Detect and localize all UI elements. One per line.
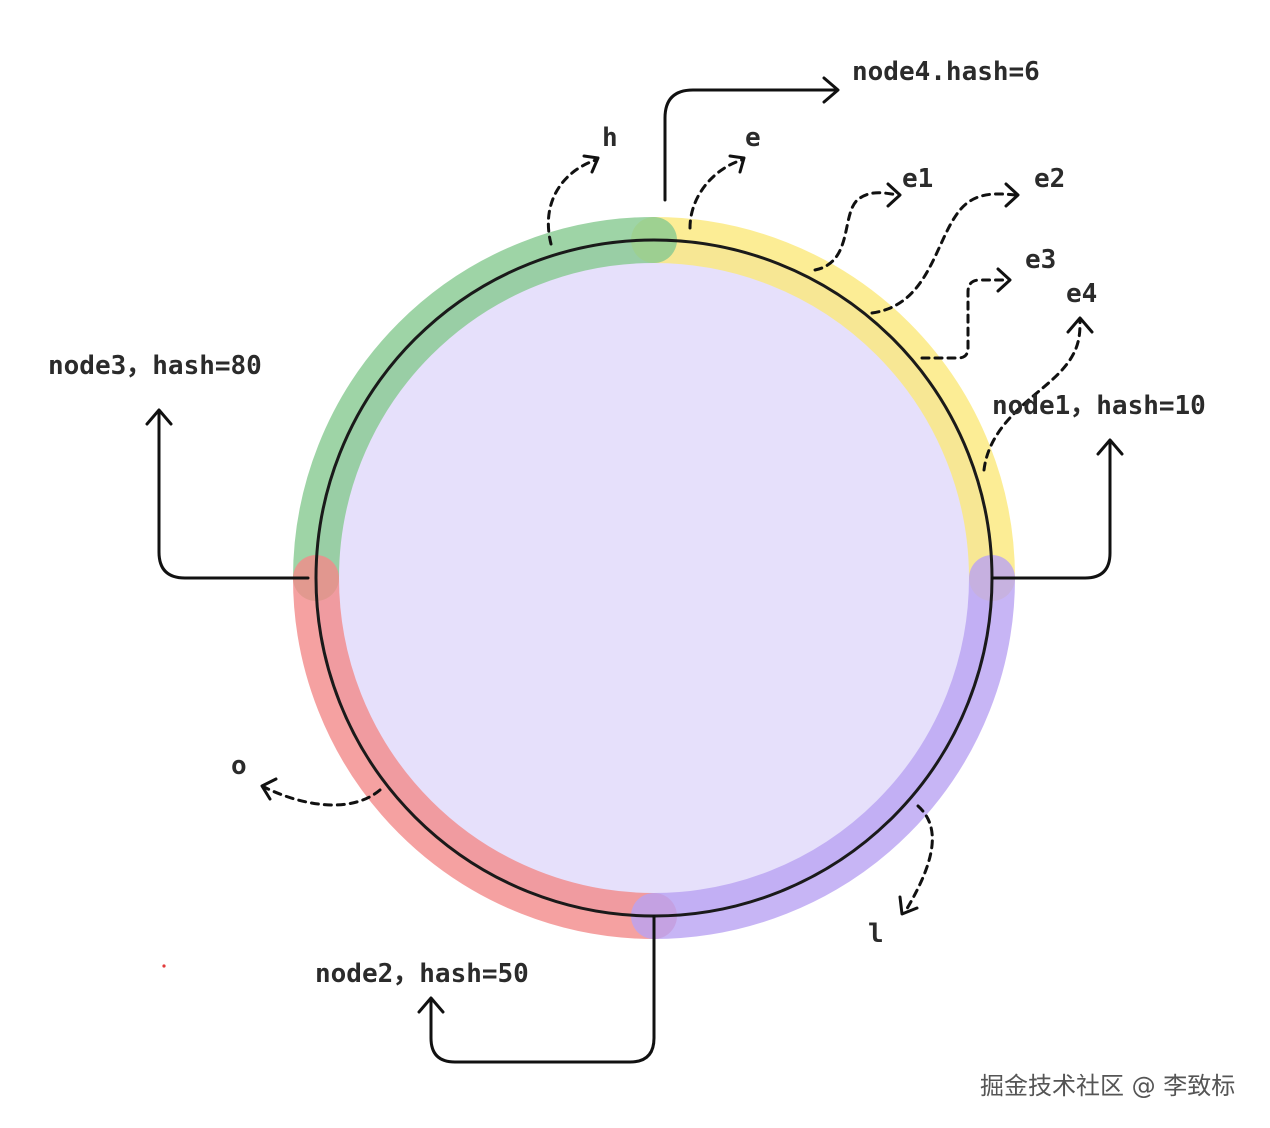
key-e1-arrow xyxy=(813,191,900,272)
key-e1-arrowhead xyxy=(886,182,902,208)
watermark: 掘金技术社区 @ 李致标 xyxy=(980,1072,1235,1100)
key-e3-arrowhead xyxy=(996,267,1012,293)
key-h-arrowhead xyxy=(582,154,600,174)
node4-label: node4.hash=6 xyxy=(852,57,1040,87)
key-h-arrow xyxy=(546,158,598,246)
node3-connector xyxy=(157,410,310,580)
hash-ring-fill xyxy=(316,240,992,916)
node2-connector xyxy=(429,914,656,1064)
key-o-arrow xyxy=(262,785,382,807)
key-e-arrowhead xyxy=(728,154,746,174)
key-e2-label: e2 xyxy=(1034,164,1065,194)
node3-label: node3，hash=80 xyxy=(48,351,262,381)
key-e3-label: e3 xyxy=(1025,245,1056,275)
node4-arrowhead xyxy=(822,76,840,104)
key-e2-arrowhead xyxy=(1004,182,1020,208)
key-l-arrowhead xyxy=(898,895,919,916)
node1-connector xyxy=(990,440,1112,580)
key-e4-arrowhead xyxy=(1066,316,1094,334)
key-l-label: l xyxy=(868,919,884,949)
key-l-arrow xyxy=(903,804,934,914)
key-e-arrow xyxy=(688,158,744,230)
key-o-label: o xyxy=(231,751,247,781)
key-e4-label: e4 xyxy=(1066,279,1097,309)
key-e1-label: e1 xyxy=(902,164,933,194)
node3-arrowhead xyxy=(145,408,173,426)
node1-arrowhead xyxy=(1096,438,1124,456)
key-e2-arrow xyxy=(870,192,1018,315)
key-e-label: e xyxy=(745,123,761,153)
node2-arrowhead xyxy=(417,996,445,1014)
key-e4-arrow xyxy=(982,318,1082,472)
red-dot xyxy=(162,964,166,968)
node1-label: node1，hash=10 xyxy=(992,391,1206,421)
key-e3-arrow xyxy=(920,278,1010,360)
node4-connector xyxy=(663,88,838,202)
key-o-arrowhead xyxy=(260,777,278,801)
key-h-label: h xyxy=(602,123,618,153)
node2-label: node2，hash=50 xyxy=(315,959,529,989)
